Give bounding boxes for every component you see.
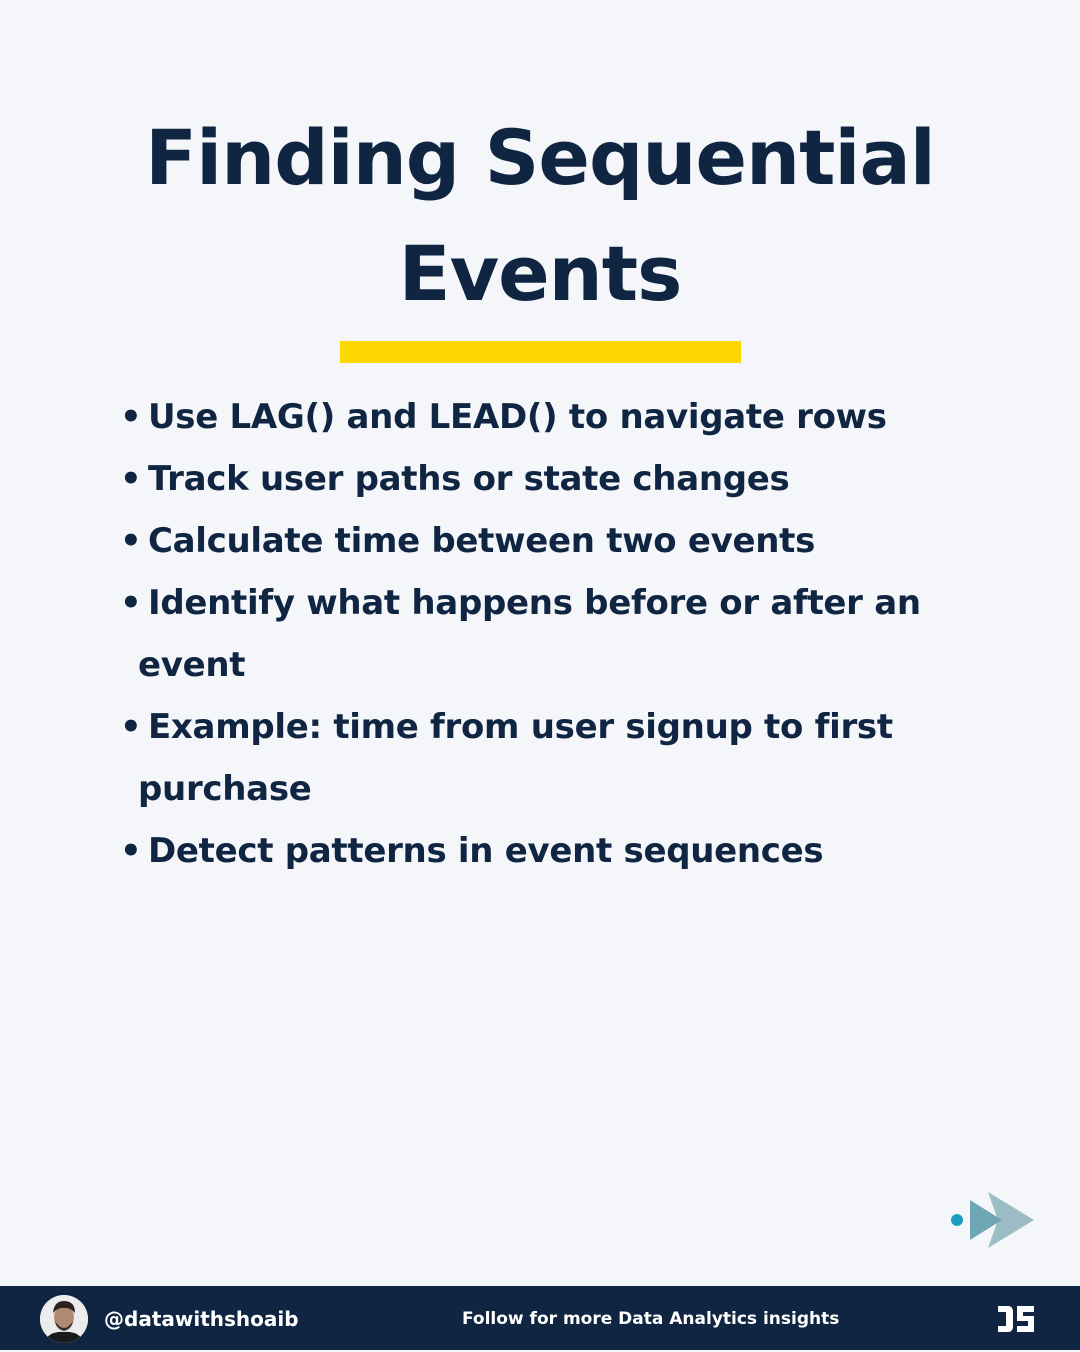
follow-cta: Follow for more Data Analytics insights [462,1309,840,1329]
bullet-item: •Track user paths or state changes [120,448,980,510]
bullet-text: Track user paths or state changes [148,459,790,499]
title-underline [340,341,741,363]
bullet-text: Example: time from user signup to first … [138,707,893,809]
bullet-list: •Use LAG() and LEAD() to navigate rows •… [120,386,980,882]
bullet-item: •Calculate time between two events [120,510,980,572]
bullet-text: Detect patterns in event sequences [148,831,824,871]
bullet-item: •Use LAG() and LEAD() to navigate rows [120,386,980,448]
bullet-dot: • [120,459,142,499]
bullet-item: •Detect patterns in event sequences [120,820,980,882]
avatar [40,1295,88,1343]
slide-title: Finding Sequential Events [145,113,936,318]
bullet-dot: • [120,397,142,437]
footer-bar: @datawithshoaib Follow for more Data Ana… [0,1286,1080,1350]
bullet-dot: • [120,831,142,871]
bullet-item: •Example: time from user signup to first… [120,696,980,820]
bullet-text: Calculate time between two events [148,521,816,561]
bullet-item: •Identify what happens before or after a… [120,572,980,696]
bullet-text: Use LAG() and LEAD() to navigate rows [148,397,887,437]
bullet-dot: • [120,707,142,747]
bullet-dot: • [120,521,142,561]
author-handle: @datawithshoaib [104,1307,299,1331]
next-slide-arrow-icon[interactable] [946,1188,1038,1252]
ds-logo-icon [996,1304,1036,1334]
bullet-dot: • [120,583,142,623]
bullet-text: Identify what happens before or after an… [138,583,921,685]
